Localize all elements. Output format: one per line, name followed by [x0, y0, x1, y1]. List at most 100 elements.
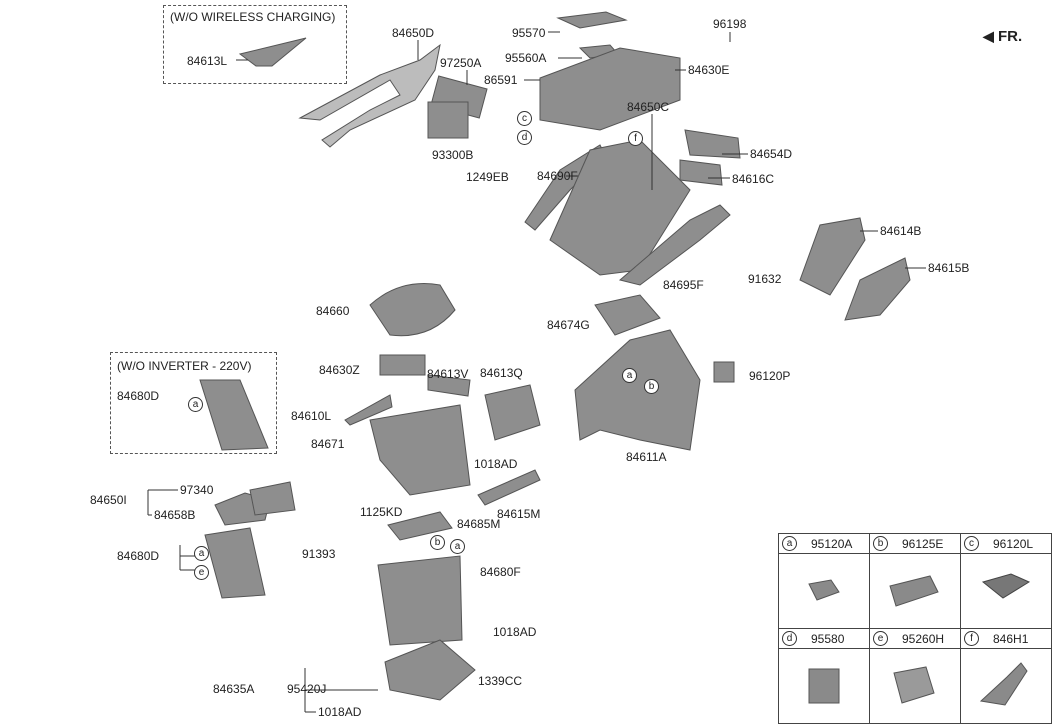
legend-header: d 95580	[778, 628, 870, 649]
legend-image-f	[960, 648, 1052, 724]
part-label: 84616C	[732, 172, 775, 186]
legend-key: f	[964, 631, 979, 646]
part-label: 1018AD	[318, 705, 362, 719]
part-label: 84635A	[213, 682, 255, 696]
part-label: 84690F	[537, 169, 578, 183]
callout-circle: c	[517, 111, 532, 126]
part-label: 84680D	[117, 549, 160, 563]
legend-image-b	[869, 553, 961, 629]
part-84613V	[427, 374, 471, 397]
part-label: 84650I	[90, 493, 127, 507]
part-label: 95420J	[287, 682, 327, 696]
part-label: 84611A	[626, 450, 667, 464]
legend-image-c	[960, 553, 1052, 629]
part-label: 84650D	[392, 26, 435, 40]
note-wireless-charging: (W/O WIRELESS CHARGING)	[170, 10, 336, 24]
part-84630Z	[379, 354, 426, 376]
legend-key: b	[873, 536, 888, 551]
part-84613Q	[484, 384, 541, 441]
part-84654D	[684, 129, 741, 159]
callout-circle: d	[517, 130, 532, 145]
part-84615M	[477, 469, 541, 506]
callout-circle: a	[450, 539, 465, 554]
part-label: 84613Q	[480, 366, 523, 380]
callout-circle: b	[430, 535, 445, 550]
part-96120P	[713, 361, 735, 383]
part-84680D-bottom	[204, 527, 266, 599]
legend-key: d	[782, 631, 797, 646]
arrow-icon: ◀	[983, 28, 994, 44]
part-label: 84654D	[750, 147, 793, 161]
part-label: 84660	[316, 304, 350, 318]
part-label: 84615B	[928, 261, 970, 275]
part-label: 1339CC	[478, 674, 523, 688]
part-label: 91393	[302, 547, 336, 561]
part-label: 84680D	[117, 389, 160, 403]
legend-header: b 96125E	[869, 533, 961, 554]
legend-key: c	[964, 536, 979, 551]
note-box-wireless	[163, 5, 347, 84]
part-label: 84610L	[291, 409, 332, 423]
part-label: 84630E	[688, 63, 730, 77]
part-label: 84615M	[497, 507, 541, 521]
part-84685M	[387, 511, 453, 541]
part-93300B	[427, 101, 469, 139]
part-label: 1018AD	[474, 457, 518, 471]
legend-image-e	[869, 648, 961, 724]
part-label: 1018AD	[493, 625, 537, 639]
part-label: 84671	[311, 437, 345, 451]
part-84610L	[344, 394, 393, 426]
legend-part-number: 95260H	[902, 631, 945, 646]
note-box-inverter	[110, 352, 277, 454]
part-label: 84650C	[627, 100, 670, 114]
callout-circle: a	[622, 368, 637, 383]
part-label: 84614B	[880, 224, 922, 238]
part-97340	[249, 481, 296, 516]
part-label: 84685M	[457, 517, 501, 531]
legend-part-number: 95120A	[811, 536, 853, 551]
part-84660	[369, 283, 456, 337]
part-84671	[369, 404, 471, 496]
part-label: 95560A	[505, 51, 547, 65]
legend-part-number: 96125E	[902, 536, 944, 551]
part-95570	[556, 11, 628, 29]
part-84680D-top	[199, 379, 269, 451]
part-label: 84613V	[427, 367, 469, 381]
part-84616C	[679, 159, 723, 186]
part-84614B	[799, 217, 866, 296]
part-84695F	[618, 204, 731, 286]
part-84635A	[384, 639, 476, 701]
front-label: FR.	[997, 28, 1023, 45]
part-84650D	[298, 43, 441, 148]
part-label: 84630Z	[319, 363, 360, 377]
part-label: 95570	[512, 26, 546, 40]
front-direction: ◀ FR.	[983, 28, 1022, 45]
callout-circle: a	[188, 397, 203, 412]
part-label: 84613L	[187, 54, 228, 68]
part-84680F	[377, 555, 463, 646]
note-inverter: (W/O INVERTER - 220V)	[117, 359, 252, 373]
part-label: 1125KD	[360, 505, 403, 519]
part-84615B	[844, 257, 911, 321]
callout-circle: f	[628, 131, 643, 146]
legend-key: e	[873, 631, 888, 646]
legend-part-number: 95580	[811, 631, 845, 646]
legend-key: a	[782, 536, 797, 551]
part-label: 97250A	[440, 56, 482, 70]
part-84674G	[594, 294, 661, 336]
callout-circle: b	[644, 379, 659, 394]
part-84650C	[549, 139, 691, 276]
part-label: 84680F	[480, 565, 521, 579]
part-label: 96120P	[749, 369, 791, 383]
part-label: 86591	[484, 73, 518, 87]
legend-header: a 95120A	[778, 533, 870, 554]
legend-header: e 95260H	[869, 628, 961, 649]
part-label: 84658B	[154, 508, 196, 522]
part-label: 97340	[180, 483, 214, 497]
callout-circle: e	[194, 565, 209, 580]
